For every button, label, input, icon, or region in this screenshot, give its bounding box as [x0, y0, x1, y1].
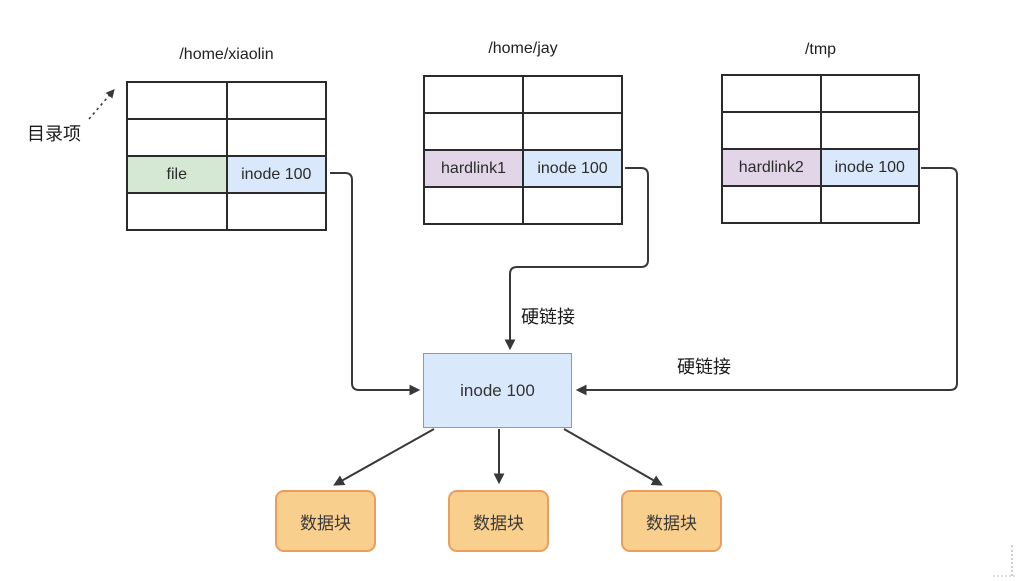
dir-entry-inode-cell: inode 100 — [522, 149, 623, 188]
arrow-xiaolin-to-inode — [330, 172, 421, 396]
dir-table-cell — [721, 74, 822, 113]
data-block: 数据块 — [448, 490, 549, 552]
dir-table-cell — [225, 81, 327, 120]
dir-table-cell — [522, 186, 623, 225]
hardlink-label-top: 硬链接 — [521, 307, 575, 327]
dir-table-cell — [423, 186, 524, 225]
dir-table-cell — [423, 75, 524, 114]
arrow-jay-to-inode — [504, 167, 649, 351]
directory-title-tmp: /tmp — [804, 41, 837, 58]
dir-entry-name-cell: hardlink1 — [423, 149, 524, 188]
dir-table-cell — [522, 75, 623, 114]
dir-table-cell — [522, 112, 623, 151]
directory-title-xiaolin: /home/xiaolin — [179, 46, 274, 63]
directory-table-tmp: hardlink2 inode 100 — [721, 74, 920, 224]
dir-entry-name-cell: file — [126, 155, 228, 194]
dir-table-cell — [721, 185, 822, 224]
arrow-inode-to-datablock-3 — [563, 428, 663, 486]
directory-title-jay: /home/jay — [488, 40, 558, 57]
dir-table-cell — [126, 81, 228, 120]
arrow-tmp-to-inode — [575, 167, 958, 396]
dir-table-cell — [225, 118, 327, 157]
dir-table-cell — [225, 192, 327, 231]
arrow-inode-to-datablock-1 — [333, 428, 435, 486]
dir-table-cell — [126, 118, 228, 157]
dir-table-cell — [819, 111, 920, 150]
directory-table-xiaolin: file inode 100 — [126, 81, 327, 231]
inode-box: inode 100 — [423, 353, 572, 428]
dir-table-cell — [819, 74, 920, 113]
dir-table-cell — [721, 111, 822, 150]
directory-entry-arrow — [88, 88, 115, 120]
data-block: 数据块 — [275, 490, 376, 552]
data-block: 数据块 — [621, 490, 722, 552]
directory-entry-label: 目录项 — [27, 124, 81, 144]
dir-table-cell — [423, 112, 524, 151]
dir-entry-inode-cell: inode 100 — [819, 148, 920, 187]
page-edge-dots-vertical — [1011, 545, 1013, 576]
dir-table-cell — [819, 185, 920, 224]
dir-table-cell — [126, 192, 228, 231]
hardlink-label-right: 硬链接 — [677, 357, 731, 377]
dir-entry-name-cell: hardlink2 — [721, 148, 822, 187]
directory-table-jay: hardlink1 inode 100 — [423, 75, 623, 225]
page-edge-dots-horizontal — [993, 575, 1015, 577]
dir-entry-inode-cell: inode 100 — [225, 155, 327, 194]
